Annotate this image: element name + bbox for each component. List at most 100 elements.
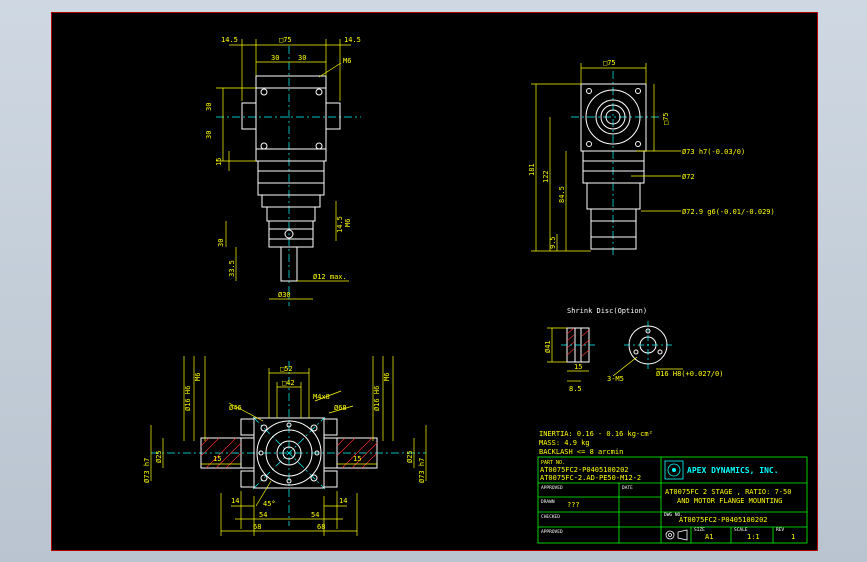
rev-value: 1 xyxy=(791,533,795,541)
drawing-canvas: 14.5 □75 14.5 30 30 M6 30 30 15 14.5 M6 … xyxy=(143,36,808,544)
drawn-value: ??? xyxy=(567,501,580,509)
dim-right-15: 15 xyxy=(353,455,361,463)
part-no-1: AT0075FC2-P0405100202 xyxy=(540,466,629,474)
dim-right-d25: Ø25 xyxy=(406,450,414,463)
top-view-bolt-holes xyxy=(260,88,323,150)
dim-disc-d41: Ø41 xyxy=(544,340,552,353)
dim-right-m6: M6 xyxy=(383,373,391,381)
title-block-grid xyxy=(537,456,808,544)
dim-stub-height: 14.5 xyxy=(336,216,344,233)
side-view-dim-text: □75 181 122 84.5 9.5 □75 Ø73 h7(-0.03/0)… xyxy=(528,59,775,249)
dim-side-square: □75 xyxy=(603,59,616,67)
description-1: AT0075FC 2 STAGE , RATIO: 7-50 xyxy=(665,488,791,496)
dim-half-right: 30 xyxy=(298,54,306,62)
label-size: SIZE xyxy=(694,527,705,533)
projection-symbol-icon xyxy=(665,529,688,541)
company-name: APEX DYNAMICS, INC. xyxy=(687,466,779,475)
size-value: A1 xyxy=(705,533,713,541)
dim-shaft-len2: 33.5 xyxy=(228,260,236,277)
label-checked: CHECKED xyxy=(541,514,560,520)
dim-w14r: 14 xyxy=(339,497,347,505)
top-view-housing xyxy=(241,75,341,282)
title-block: APEX DYNAMICS, INC. PART NO. AT0075FC2-P… xyxy=(537,456,808,544)
label-approved: APPROVED xyxy=(541,485,563,491)
side-view-body xyxy=(580,83,647,250)
label-date: DATE xyxy=(622,485,633,491)
dim-disc-holes: 3-M5 xyxy=(607,375,624,383)
front-view: Ø16 H6 M6 Ø16 H6 M6 □52 □42 M4x8 Ø46 Ø68… xyxy=(143,356,427,536)
top-view-dim-text: 14.5 □75 14.5 30 30 M6 30 30 15 14.5 M6 … xyxy=(205,36,361,299)
label-rev: REV xyxy=(776,527,784,533)
dim-left-d16: Ø16 H6 xyxy=(184,386,192,411)
dim-d73: Ø73 h7(-0.03/0) xyxy=(682,148,745,156)
shrink-disc-dim-text: Ø41 15 8.5 3-M5 Ø16 H8(+0.027/0) xyxy=(544,340,723,393)
title-block-labels: PART NO. xyxy=(541,460,565,466)
dim-m4: M4x8 xyxy=(313,393,330,401)
dim-left-m6: M6 xyxy=(194,373,202,381)
shrink-disc-hatch xyxy=(566,327,590,357)
shrink-disc-dim-lines xyxy=(547,327,683,382)
dim-height-pilot: 9.5 xyxy=(549,236,557,249)
front-view-centerlines xyxy=(151,361,426,526)
dim-vert-upper: 30 xyxy=(205,103,213,111)
label-part-no: PART NO. xyxy=(541,460,565,466)
dim-right-d16: Ø16 H6 xyxy=(373,386,381,411)
shrink-disc-view: Shrink Disc(Option) xyxy=(544,307,723,393)
dim-height-total: 181 xyxy=(528,163,536,176)
dim-right-flange: 14.5 xyxy=(344,36,361,44)
top-view-centerlines xyxy=(216,46,361,306)
dim-sq52: □52 xyxy=(280,365,293,373)
dim-w54l: 54 xyxy=(259,511,267,519)
dim-stub-m6: M6 xyxy=(344,219,352,227)
dim-w54r: 54 xyxy=(311,511,319,519)
dim-d68: Ø68 xyxy=(334,404,347,412)
dim-angle: 45° xyxy=(263,500,276,508)
drawing-sheet: 14.5 □75 14.5 30 30 M6 30 30 15 14.5 M6 … xyxy=(51,12,818,551)
title-block-small-labels: APPROVED DATE DRAWN CHECKED APPROVED DWG… xyxy=(541,485,784,535)
dim-disc-bore: Ø16 H8(+0.027/0) xyxy=(656,370,723,378)
dim-height-low: 84.5 xyxy=(558,186,566,203)
dim-side-square-2: □75 xyxy=(662,112,670,125)
top-view-dim-lines xyxy=(216,39,351,300)
front-view-dim-lines xyxy=(150,356,427,536)
title-block-values: AT0075FC2-P0405100202 AT0075FC-2.AD-PE50… xyxy=(540,466,795,541)
note-inertia: INERTIA: 0.16 - 0.16 kg-cm² xyxy=(539,430,653,438)
dim-w14l: 14 xyxy=(231,497,239,505)
front-view-dim-text: Ø16 H6 M6 Ø16 H6 M6 □52 □42 M4x8 Ø46 Ø68… xyxy=(143,365,426,531)
dim-left-offset: 15 xyxy=(215,158,223,166)
dim-shaft-dia: Ø30 xyxy=(278,291,291,299)
scale-value: 1:1 xyxy=(747,533,760,541)
dim-vert-lower: 30 xyxy=(205,131,213,139)
dim-left-d73: Ø73 h7 xyxy=(143,458,151,483)
label-dwg-no: DWG NO. xyxy=(664,512,683,518)
dim-key-note: Ø12 max. xyxy=(313,273,347,281)
dim-w68l: 68 xyxy=(253,523,261,531)
dim-left-flange: 14.5 xyxy=(221,36,238,44)
shrink-disc-centerlines xyxy=(561,321,672,369)
part-no-2: AT0075FC-2.AD-PE50-M12-2 xyxy=(540,474,641,482)
note-mass: MASS: 4.9 kg xyxy=(539,439,590,447)
dim-holes: M6 xyxy=(343,57,351,65)
dim-right-d73: Ø73 h7 xyxy=(418,458,426,483)
note-backlash: BACKLASH <= 8 arcmin xyxy=(539,448,623,456)
apex-logo xyxy=(664,460,684,480)
label-approved-2: APPROVED xyxy=(541,529,563,535)
dim-sq42: □42 xyxy=(282,379,295,387)
dim-left-d25: Ø25 xyxy=(155,450,163,463)
side-view: □75 181 122 84.5 9.5 □75 Ø73 h7(-0.03/0)… xyxy=(528,59,775,256)
shrink-disc-title: Shrink Disc(Option) xyxy=(567,307,647,315)
dim-height-mid: 122 xyxy=(542,170,550,183)
dim-square: □75 xyxy=(279,36,292,44)
dim-disc-w85: 8.5 xyxy=(569,385,582,393)
dim-d729: Ø72.9 g6(-0.01/-0.029) xyxy=(682,208,775,216)
dim-d46: Ø46 xyxy=(229,404,242,412)
dim-left-15: 15 xyxy=(213,455,221,463)
label-scale: SCALE xyxy=(734,527,748,533)
side-view-dim-lines xyxy=(531,63,681,252)
description-2: AND MOTOR FLANGE MOUNTING xyxy=(677,497,782,505)
side-view-centerlines xyxy=(571,71,661,256)
dim-shaft-len1: 30 xyxy=(217,239,225,247)
dim-w68r: 68 xyxy=(317,523,325,531)
dim-half-left: 30 xyxy=(271,54,279,62)
